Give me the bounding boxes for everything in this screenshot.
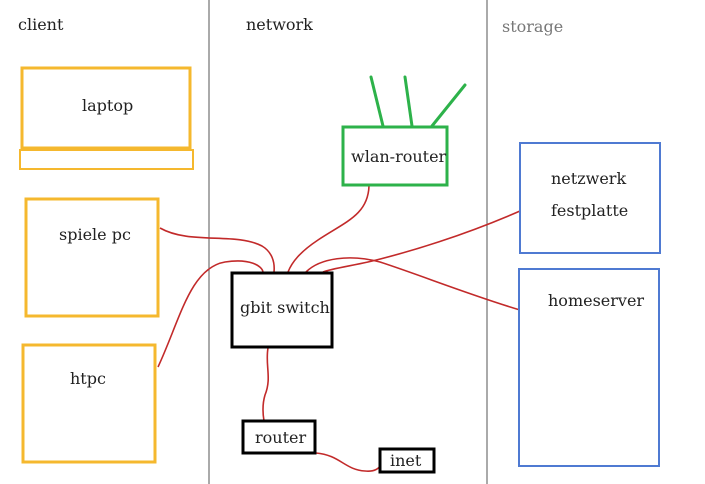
cable-htpc-switch (157, 260, 264, 368)
router-node: router (241, 419, 317, 455)
cable-router-inet (315, 452, 381, 472)
htpc-label: htpc (70, 369, 106, 388)
inet-box (378, 447, 436, 474)
wlan-router-label: wlan-router (351, 147, 447, 166)
cable-switch-router (262, 347, 270, 422)
cable-homeserver-switch (305, 257, 521, 311)
htpc-box (21, 343, 157, 464)
column-header-storage: storage (502, 17, 563, 36)
spiele-pc-label: spiele pc (59, 225, 131, 244)
gbit-switch-node: gbit switch (230, 271, 334, 349)
router-label: router (255, 428, 306, 447)
gbit-switch-box (230, 271, 334, 349)
inet-label: inet (390, 451, 422, 470)
netzwerk-festplatte-label-line2: festplatte (551, 201, 628, 220)
laptop-label: laptop (82, 96, 133, 115)
netzwerk-festplatte-label-line1: netzwerk (551, 169, 626, 188)
htpc-node: htpc (21, 343, 157, 464)
homeserver-label: homeserver (548, 291, 644, 310)
cable-spiele-pc-switch (159, 227, 275, 273)
wlan-router-box (341, 125, 449, 187)
spiele-pc-box (24, 197, 160, 318)
laptop-base (19, 149, 194, 170)
cables (157, 185, 521, 472)
antenna-middle (403, 75, 414, 128)
cable-netzwerk-festplatte-switch (322, 210, 521, 273)
cable-wlan-switch (287, 185, 370, 273)
antenna-left (369, 75, 385, 128)
laptop-node: laptop (19, 66, 194, 170)
homeserver-box (518, 268, 660, 467)
gbit-switch-label: gbit switch (240, 298, 330, 317)
wlan-router-node: wlan-router (341, 125, 449, 187)
laptop-screen (20, 66, 192, 150)
column-header-network: network (246, 15, 313, 34)
homeserver-node: homeserver (518, 268, 660, 467)
inet-node: inet (378, 447, 436, 474)
netzwerk-festplatte-node: netzwerk festplatte (519, 142, 661, 254)
router-box (241, 419, 317, 455)
netzwerk-festplatte-box (519, 142, 661, 254)
column-header-client: client (18, 15, 64, 34)
spiele-pc-node: spiele pc (24, 197, 160, 318)
wlan-antennas-icon (369, 75, 467, 128)
antenna-right (430, 83, 467, 128)
